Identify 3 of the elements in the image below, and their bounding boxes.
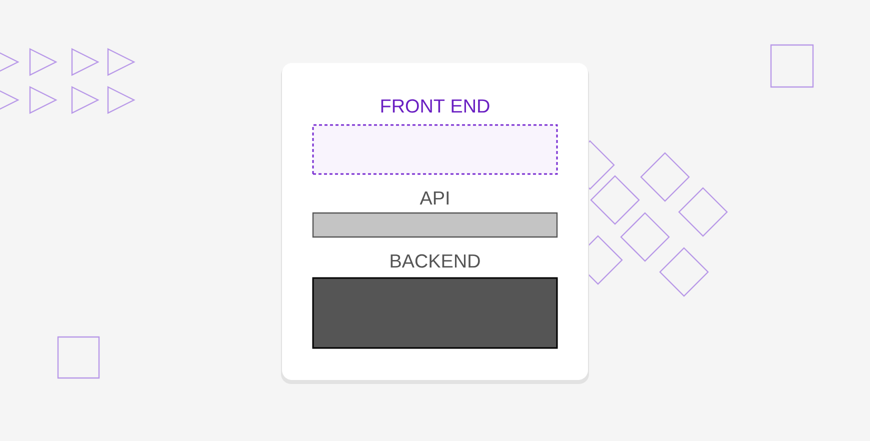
box-heading: FRONT END [381,99,490,113]
box-heading: API [420,192,449,204]
box-heading: BACKEND [390,254,480,268]
